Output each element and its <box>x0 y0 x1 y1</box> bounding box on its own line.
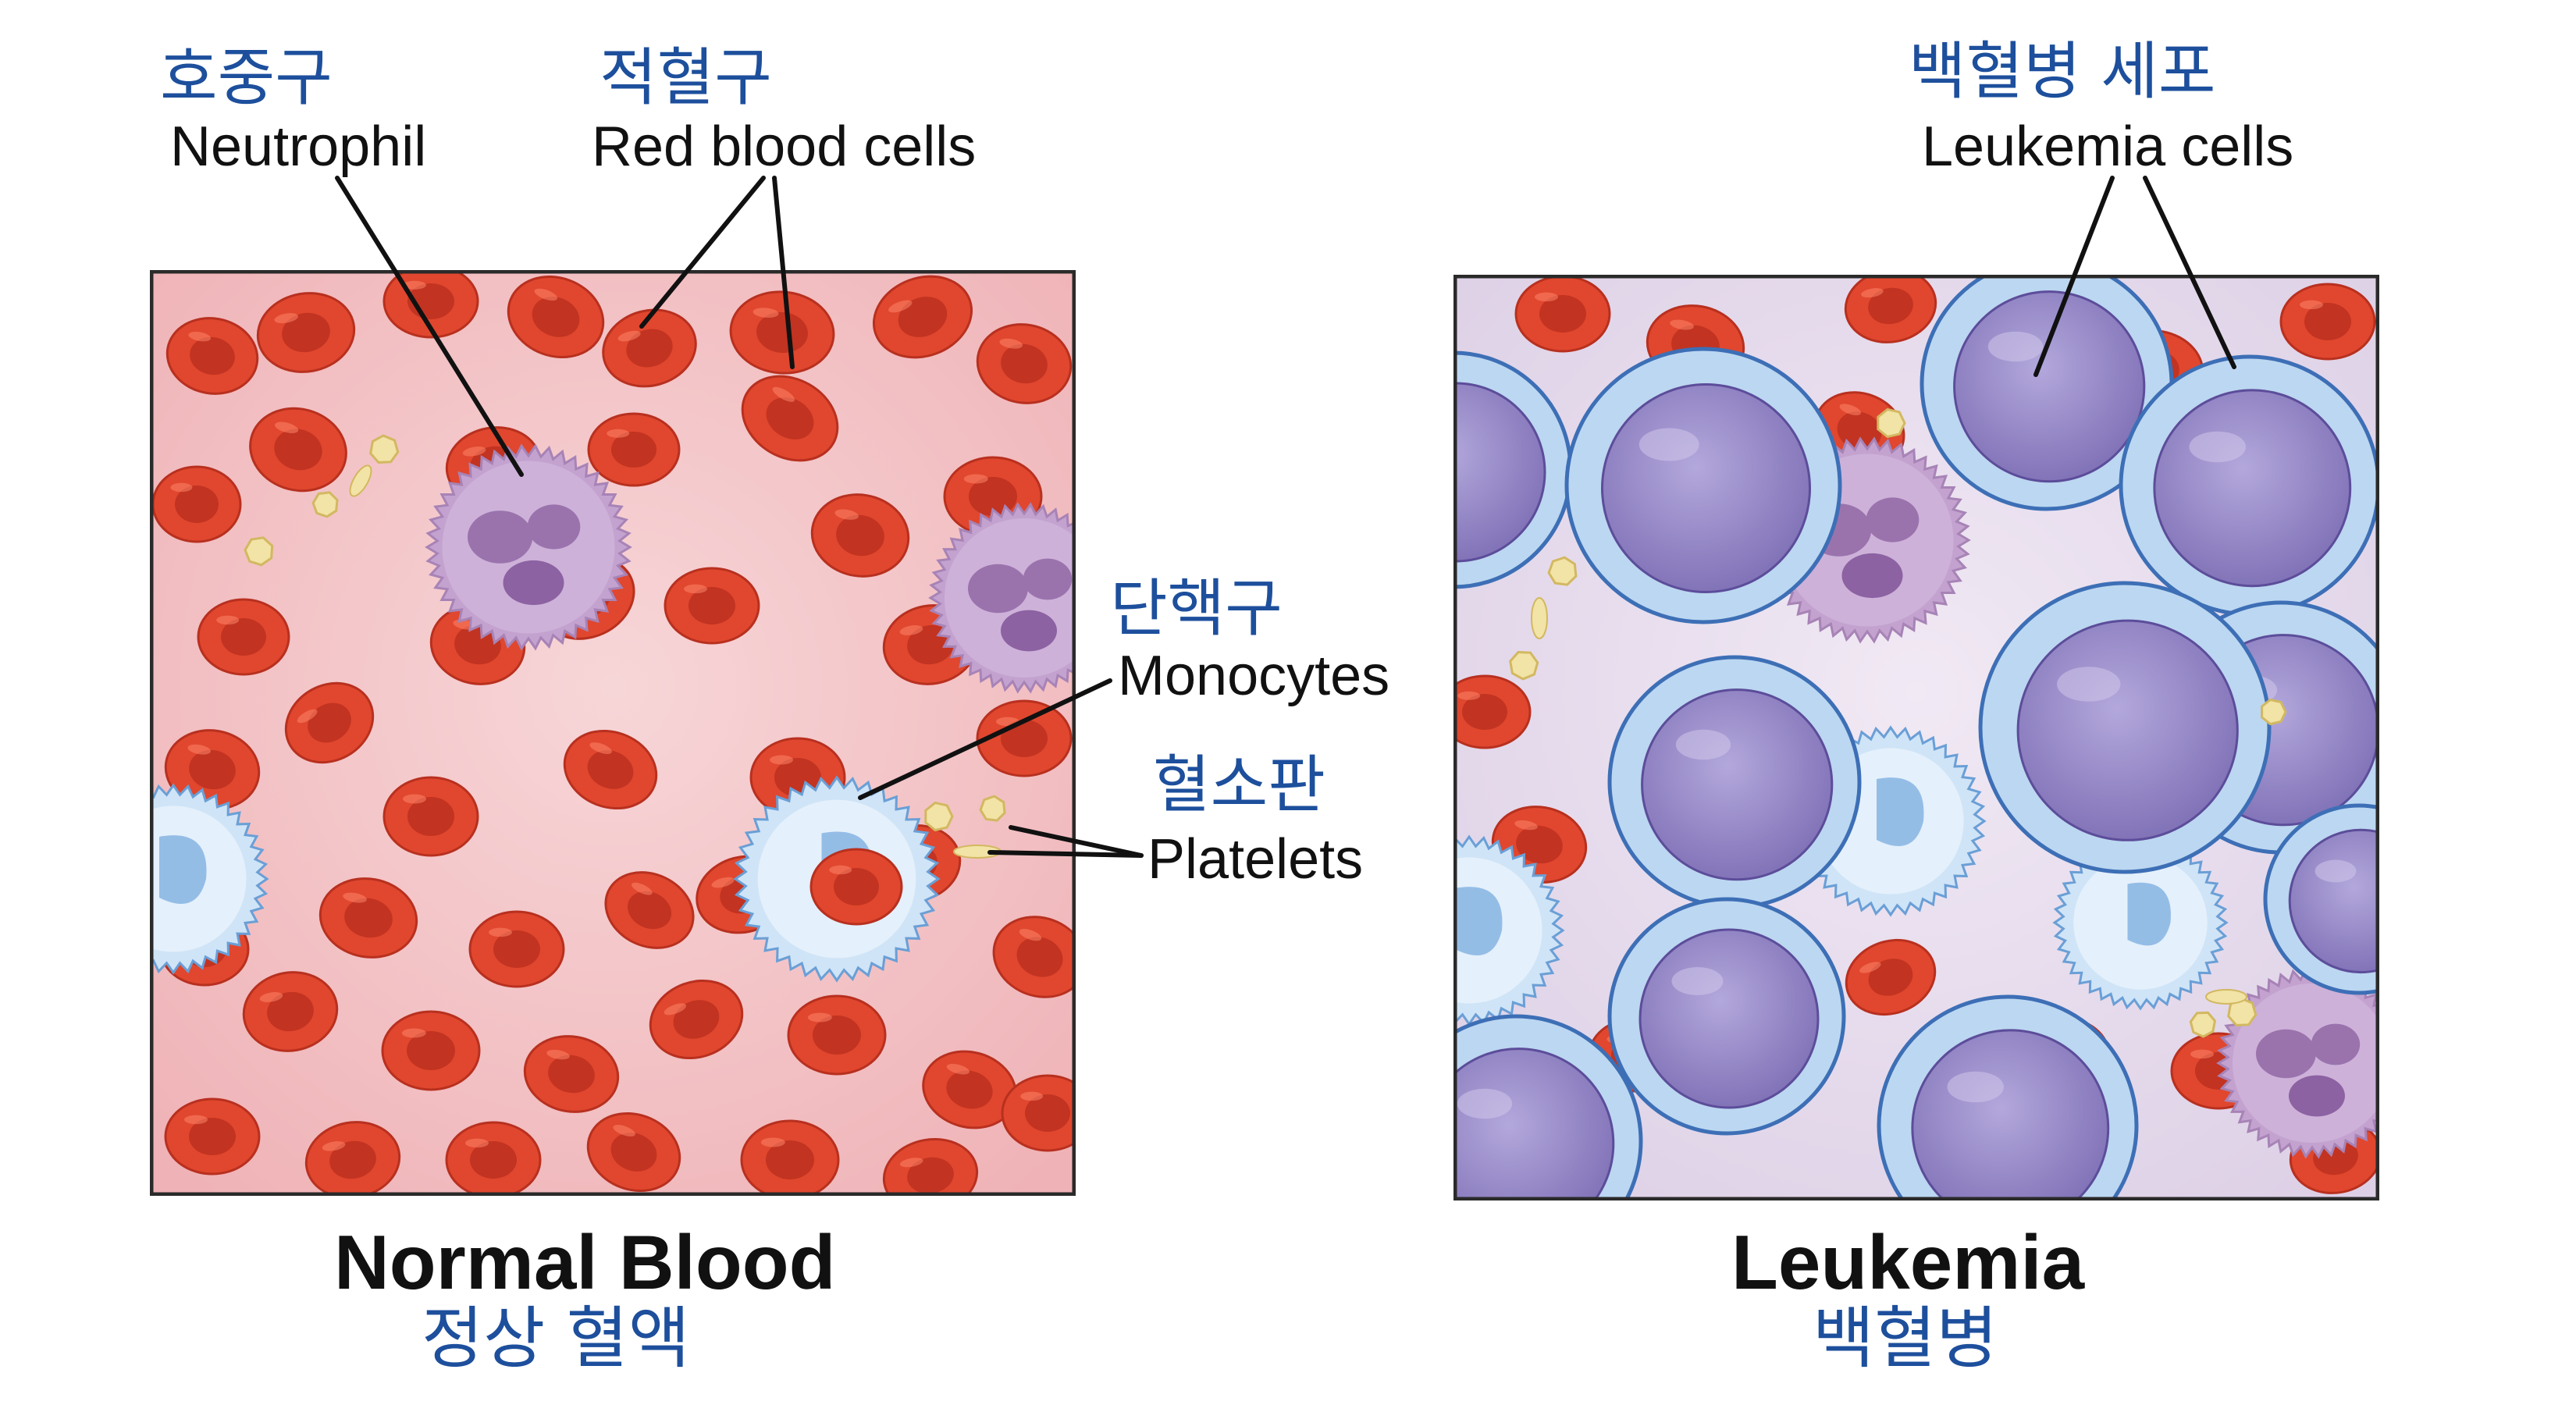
leukemia-cell <box>1877 994 2139 1200</box>
normal-blood-title: Normal Blood <box>334 1219 836 1305</box>
red-blood-cell <box>507 275 605 359</box>
rbc-label-en: Red blood cells <box>592 116 977 178</box>
neutrophil-label-en: Neutrophil <box>170 116 427 178</box>
monocyte-cell <box>1453 834 1565 1026</box>
platelet <box>979 795 1006 822</box>
red-blood-cell <box>787 994 887 1076</box>
red-blood-cell <box>649 979 744 1060</box>
platelets-leader-line-1 <box>1009 825 1144 858</box>
red-blood-cell <box>164 1097 261 1176</box>
red-blood-cell <box>922 1050 1017 1129</box>
neutrophil-cell <box>928 502 1076 694</box>
leukemia-cell <box>2263 803 2379 995</box>
neutrophil-leader-line <box>335 176 524 477</box>
monocytes-label-en: Monocytes <box>1118 645 1390 707</box>
red-blood-cell <box>976 323 1073 404</box>
red-blood-cell <box>976 699 1073 777</box>
monocyte-cell <box>150 783 269 975</box>
leukemia-panel <box>1453 275 2379 1200</box>
red-blood-cell <box>151 465 242 543</box>
leukemia-cell <box>1978 581 2272 874</box>
red-blood-cell <box>318 877 418 959</box>
platelets-leader-line-2 <box>987 850 1144 858</box>
leukemia-cell <box>1607 897 1846 1136</box>
platelet <box>2261 698 2287 726</box>
red-blood-cell <box>249 407 347 493</box>
leukemia-cell <box>1564 347 1842 624</box>
red-blood-cell <box>381 1010 481 1091</box>
leukemia-cell <box>1607 655 1862 909</box>
leukemia-cell <box>2119 354 2379 617</box>
platelet <box>924 801 954 832</box>
red-blood-cell <box>242 971 339 1052</box>
red-blood-cell <box>382 776 479 857</box>
platelets-label-ko: 혈소판 <box>1153 749 1325 821</box>
red-blood-cell <box>740 1119 840 1196</box>
red-blood-cell <box>810 493 910 578</box>
red-blood-cell <box>587 412 681 487</box>
red-blood-cell <box>602 308 697 388</box>
red-blood-cell <box>197 598 290 676</box>
normal-blood-panel <box>150 270 1076 1196</box>
red-blood-cell <box>165 317 259 395</box>
red-blood-cell <box>992 916 1076 998</box>
rbc-label-ko: 적혈구 <box>600 41 772 114</box>
red-blood-cell <box>523 1035 620 1113</box>
red-blood-cell <box>664 567 760 645</box>
red-blood-cell <box>1514 275 1611 353</box>
red-blood-cell <box>304 1121 401 1196</box>
red-blood-cell <box>563 729 658 810</box>
red-blood-cell <box>586 1112 681 1193</box>
red-blood-cell <box>284 681 375 764</box>
neutrophil-cell <box>425 443 632 651</box>
platelet <box>369 434 400 464</box>
red-blood-cell <box>809 848 903 926</box>
neutrophil-cell <box>2216 967 2379 1159</box>
monocytes-label-ko: 단핵구 <box>1110 572 1283 645</box>
red-blood-cell <box>729 290 835 375</box>
red-blood-cell <box>1844 275 1937 343</box>
red-blood-cell <box>2279 283 2376 361</box>
red-blood-cell <box>741 375 839 462</box>
rbc-leader-line-2 <box>772 176 795 369</box>
platelet <box>1877 407 1906 439</box>
platelet <box>2227 997 2258 1027</box>
red-blood-cell <box>1001 1074 1076 1152</box>
platelet <box>2189 1011 2217 1038</box>
red-blood-cell <box>445 1121 542 1196</box>
platelet <box>1547 556 1578 586</box>
platelets-label-en: Platelets <box>1147 828 1364 891</box>
leukemia-title: Leukemia <box>1731 1219 2085 1305</box>
leukemia-leader-line-2 <box>2143 176 2236 369</box>
red-blood-cell <box>604 871 695 949</box>
monocyte-cell <box>2052 834 2229 1011</box>
red-blood-cell <box>468 910 565 988</box>
leukemia-leader-line-1 <box>2033 176 2115 377</box>
red-blood-cell <box>872 275 973 359</box>
monocytes-leader-line <box>858 678 1112 800</box>
red-blood-cell <box>1845 938 1937 1016</box>
normal-blood-subtitle: 정상 혈액 <box>422 1300 690 1378</box>
leukemia-cell <box>1453 1014 1643 1200</box>
platelet <box>244 536 274 567</box>
leukemia-subtitle: 백혈병 <box>1813 1300 1998 1378</box>
red-blood-cell <box>256 292 356 373</box>
red-blood-cell <box>1453 674 1532 749</box>
platelet <box>1509 650 1539 681</box>
platelet <box>311 491 339 518</box>
leukemia-cells-label-en: Leukemia cells <box>1922 116 2294 178</box>
neutrophil-label-ko: 호중구 <box>160 41 333 114</box>
leukemia-cells-label-ko: 백혈병 세포 <box>1909 35 2216 108</box>
leukemia-cell <box>1920 275 2174 511</box>
rbc-leader-line-1 <box>639 176 766 329</box>
leukemia-cell <box>1453 350 1573 589</box>
